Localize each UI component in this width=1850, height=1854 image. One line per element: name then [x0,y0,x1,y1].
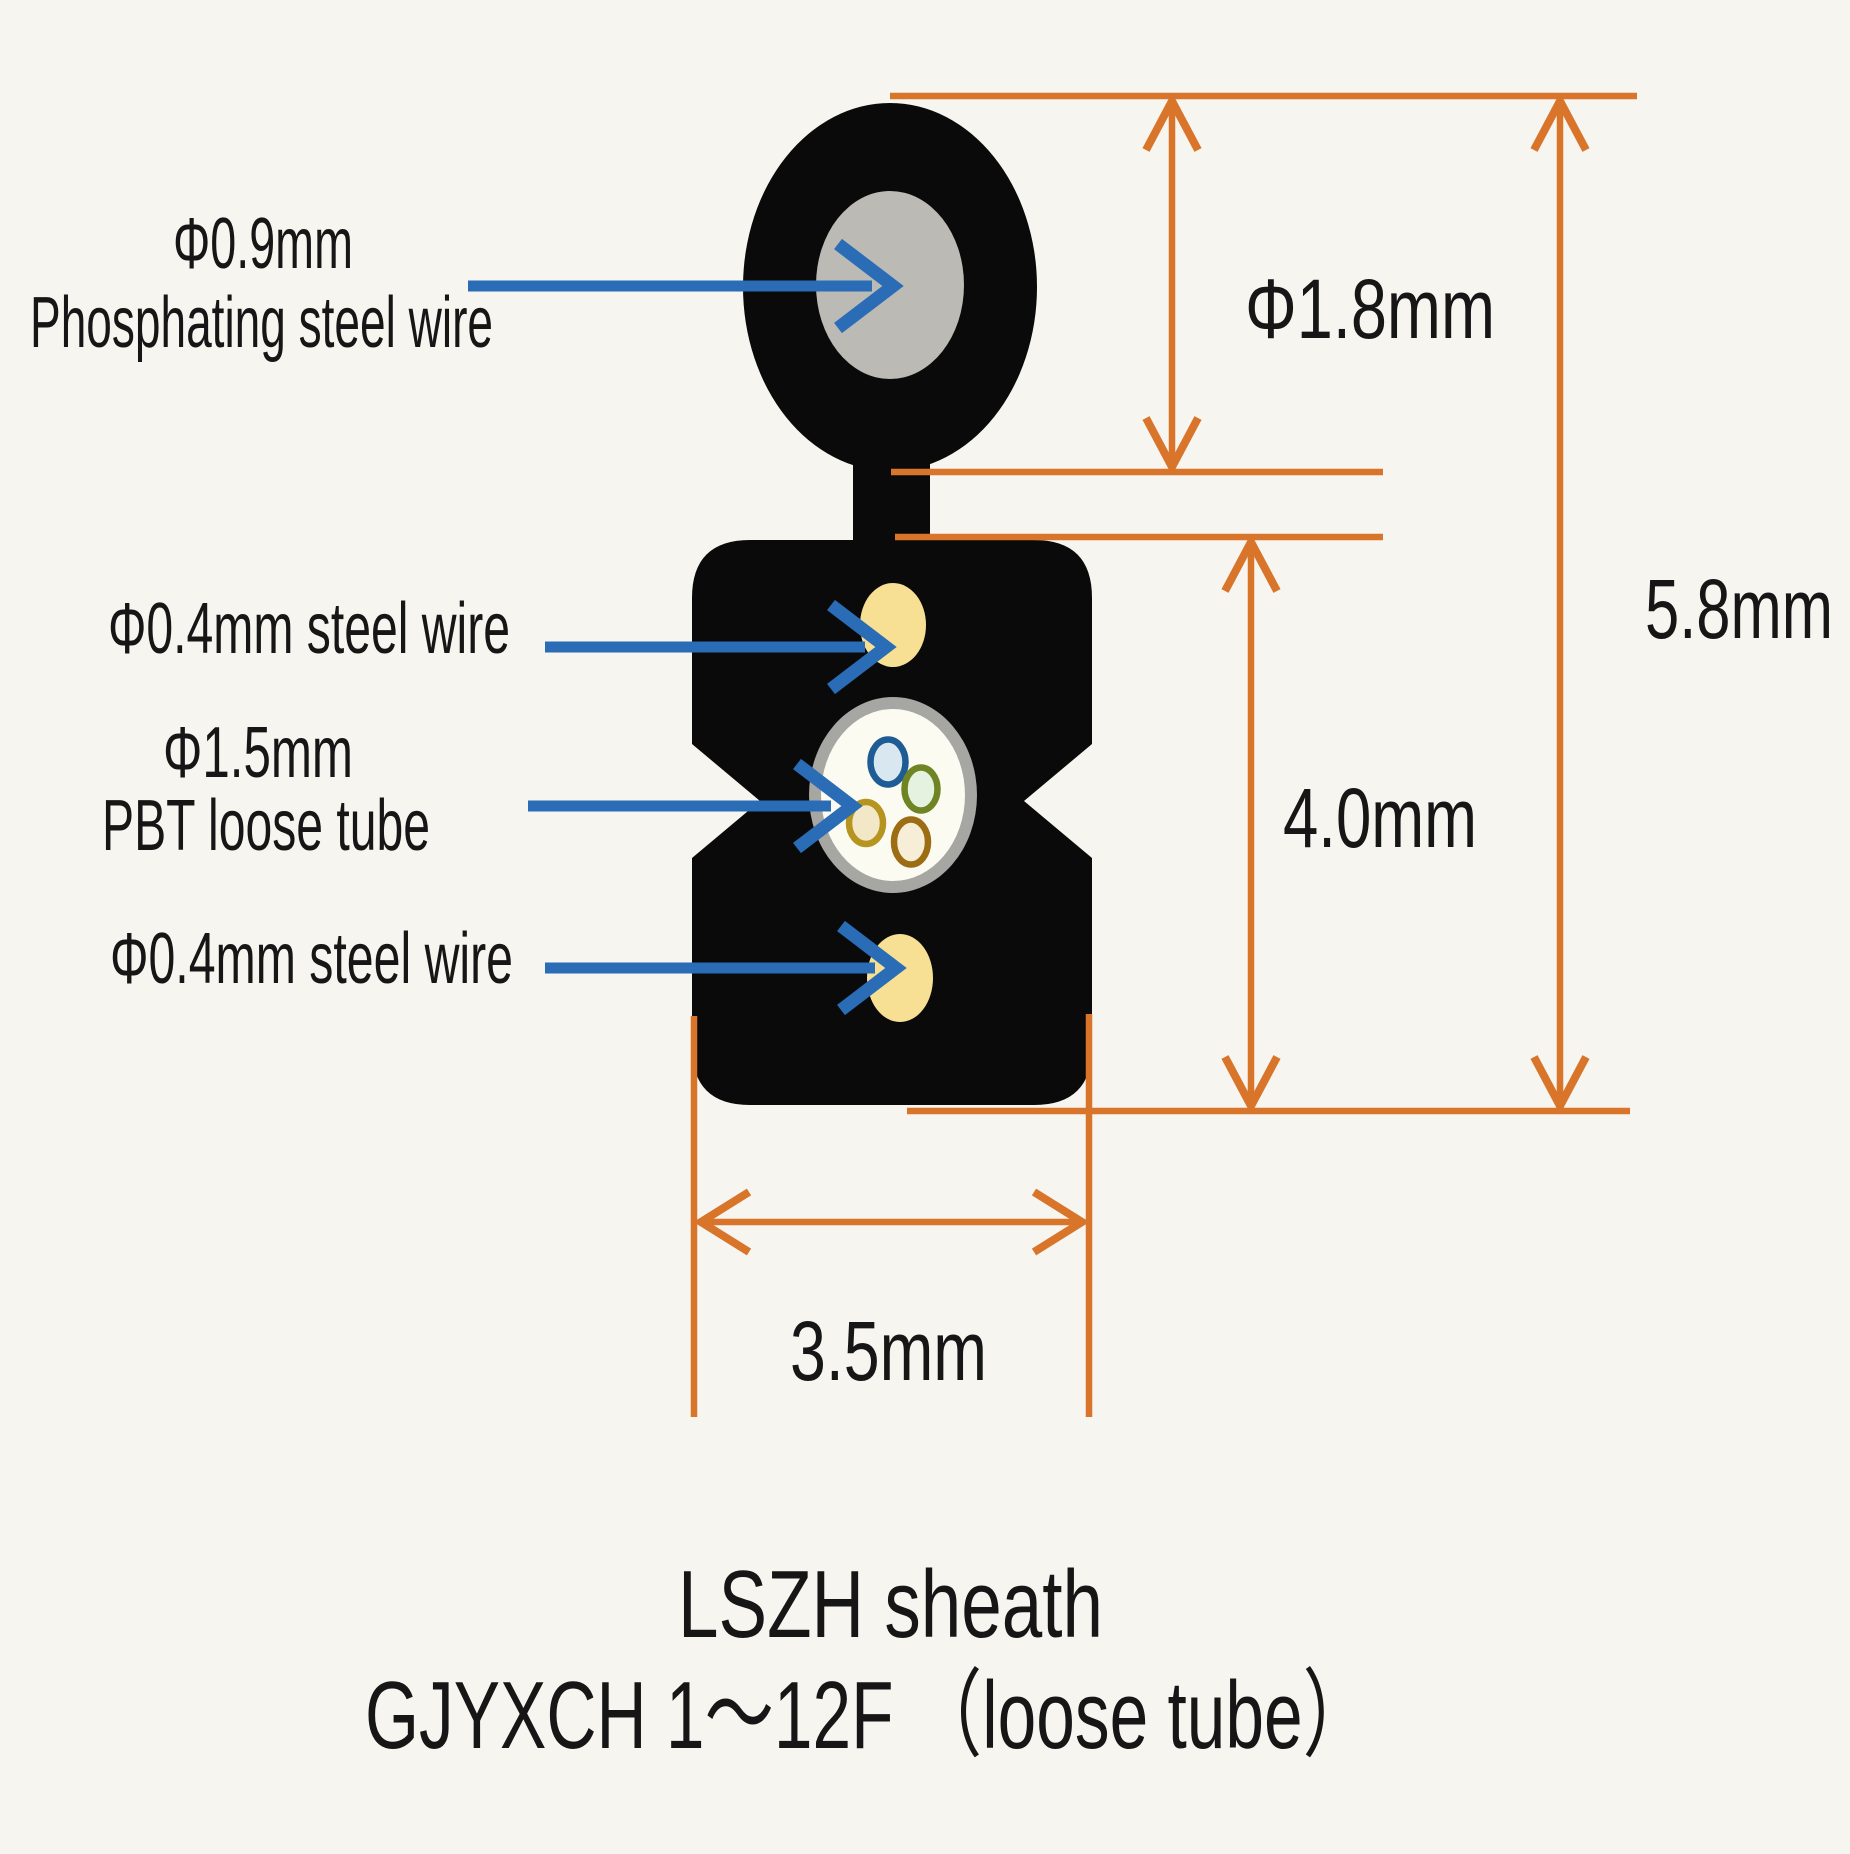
pointer-arrows [468,238,907,1016]
label-steel-wire-top: Φ0.4mm steel wire [108,589,510,669]
fiber-green [901,764,941,814]
fiber-blue [867,736,909,788]
arrow-down-icon [1530,1055,1590,1115]
dim-label-body-width: 3.5mm [790,1304,987,1398]
arrow-up-icon [1142,92,1202,152]
arrow-down-icon [1142,416,1202,476]
dim-label-overall-height: 5.8mm [1645,562,1833,656]
cable-shape [692,103,1092,1105]
caption-line1: LSZH sheath [678,1551,1103,1658]
fiber-khaki [845,798,887,848]
arrow-right-icon [1031,1188,1090,1256]
label-messenger-name: Phosphating steel wire [30,283,493,363]
caption-line2: GJYXCH 1～12F （loose tube） [365,1662,1372,1769]
fiber-gold [890,816,932,868]
arrow-left-icon [693,1188,752,1256]
labels: Φ0.9mm Phosphating steel wire Φ0.4mm ste… [30,204,1833,1769]
arrow-down-icon [1221,1055,1281,1115]
arrow-head-icon [834,238,904,334]
label-loose-tube-name: PBT loose tube [102,786,430,866]
dim-label-body-height: 4.0mm [1283,771,1477,865]
label-steel-wire-bottom: Φ0.4mm steel wire [110,919,513,999]
arrow-up-icon [1221,533,1281,593]
dim-label-messenger-od: Φ1.8mm [1245,262,1495,356]
arrow-head-icon [793,758,863,854]
arrow-head-icon [837,920,907,1016]
label-loose-tube-dia: Φ1.5mm [163,713,353,793]
label-messenger-dia: Φ0.9mm [173,204,353,284]
arrow-up-icon [1530,92,1590,152]
dimension-lines [690,92,1637,1417]
arrow-head-icon [827,599,897,695]
